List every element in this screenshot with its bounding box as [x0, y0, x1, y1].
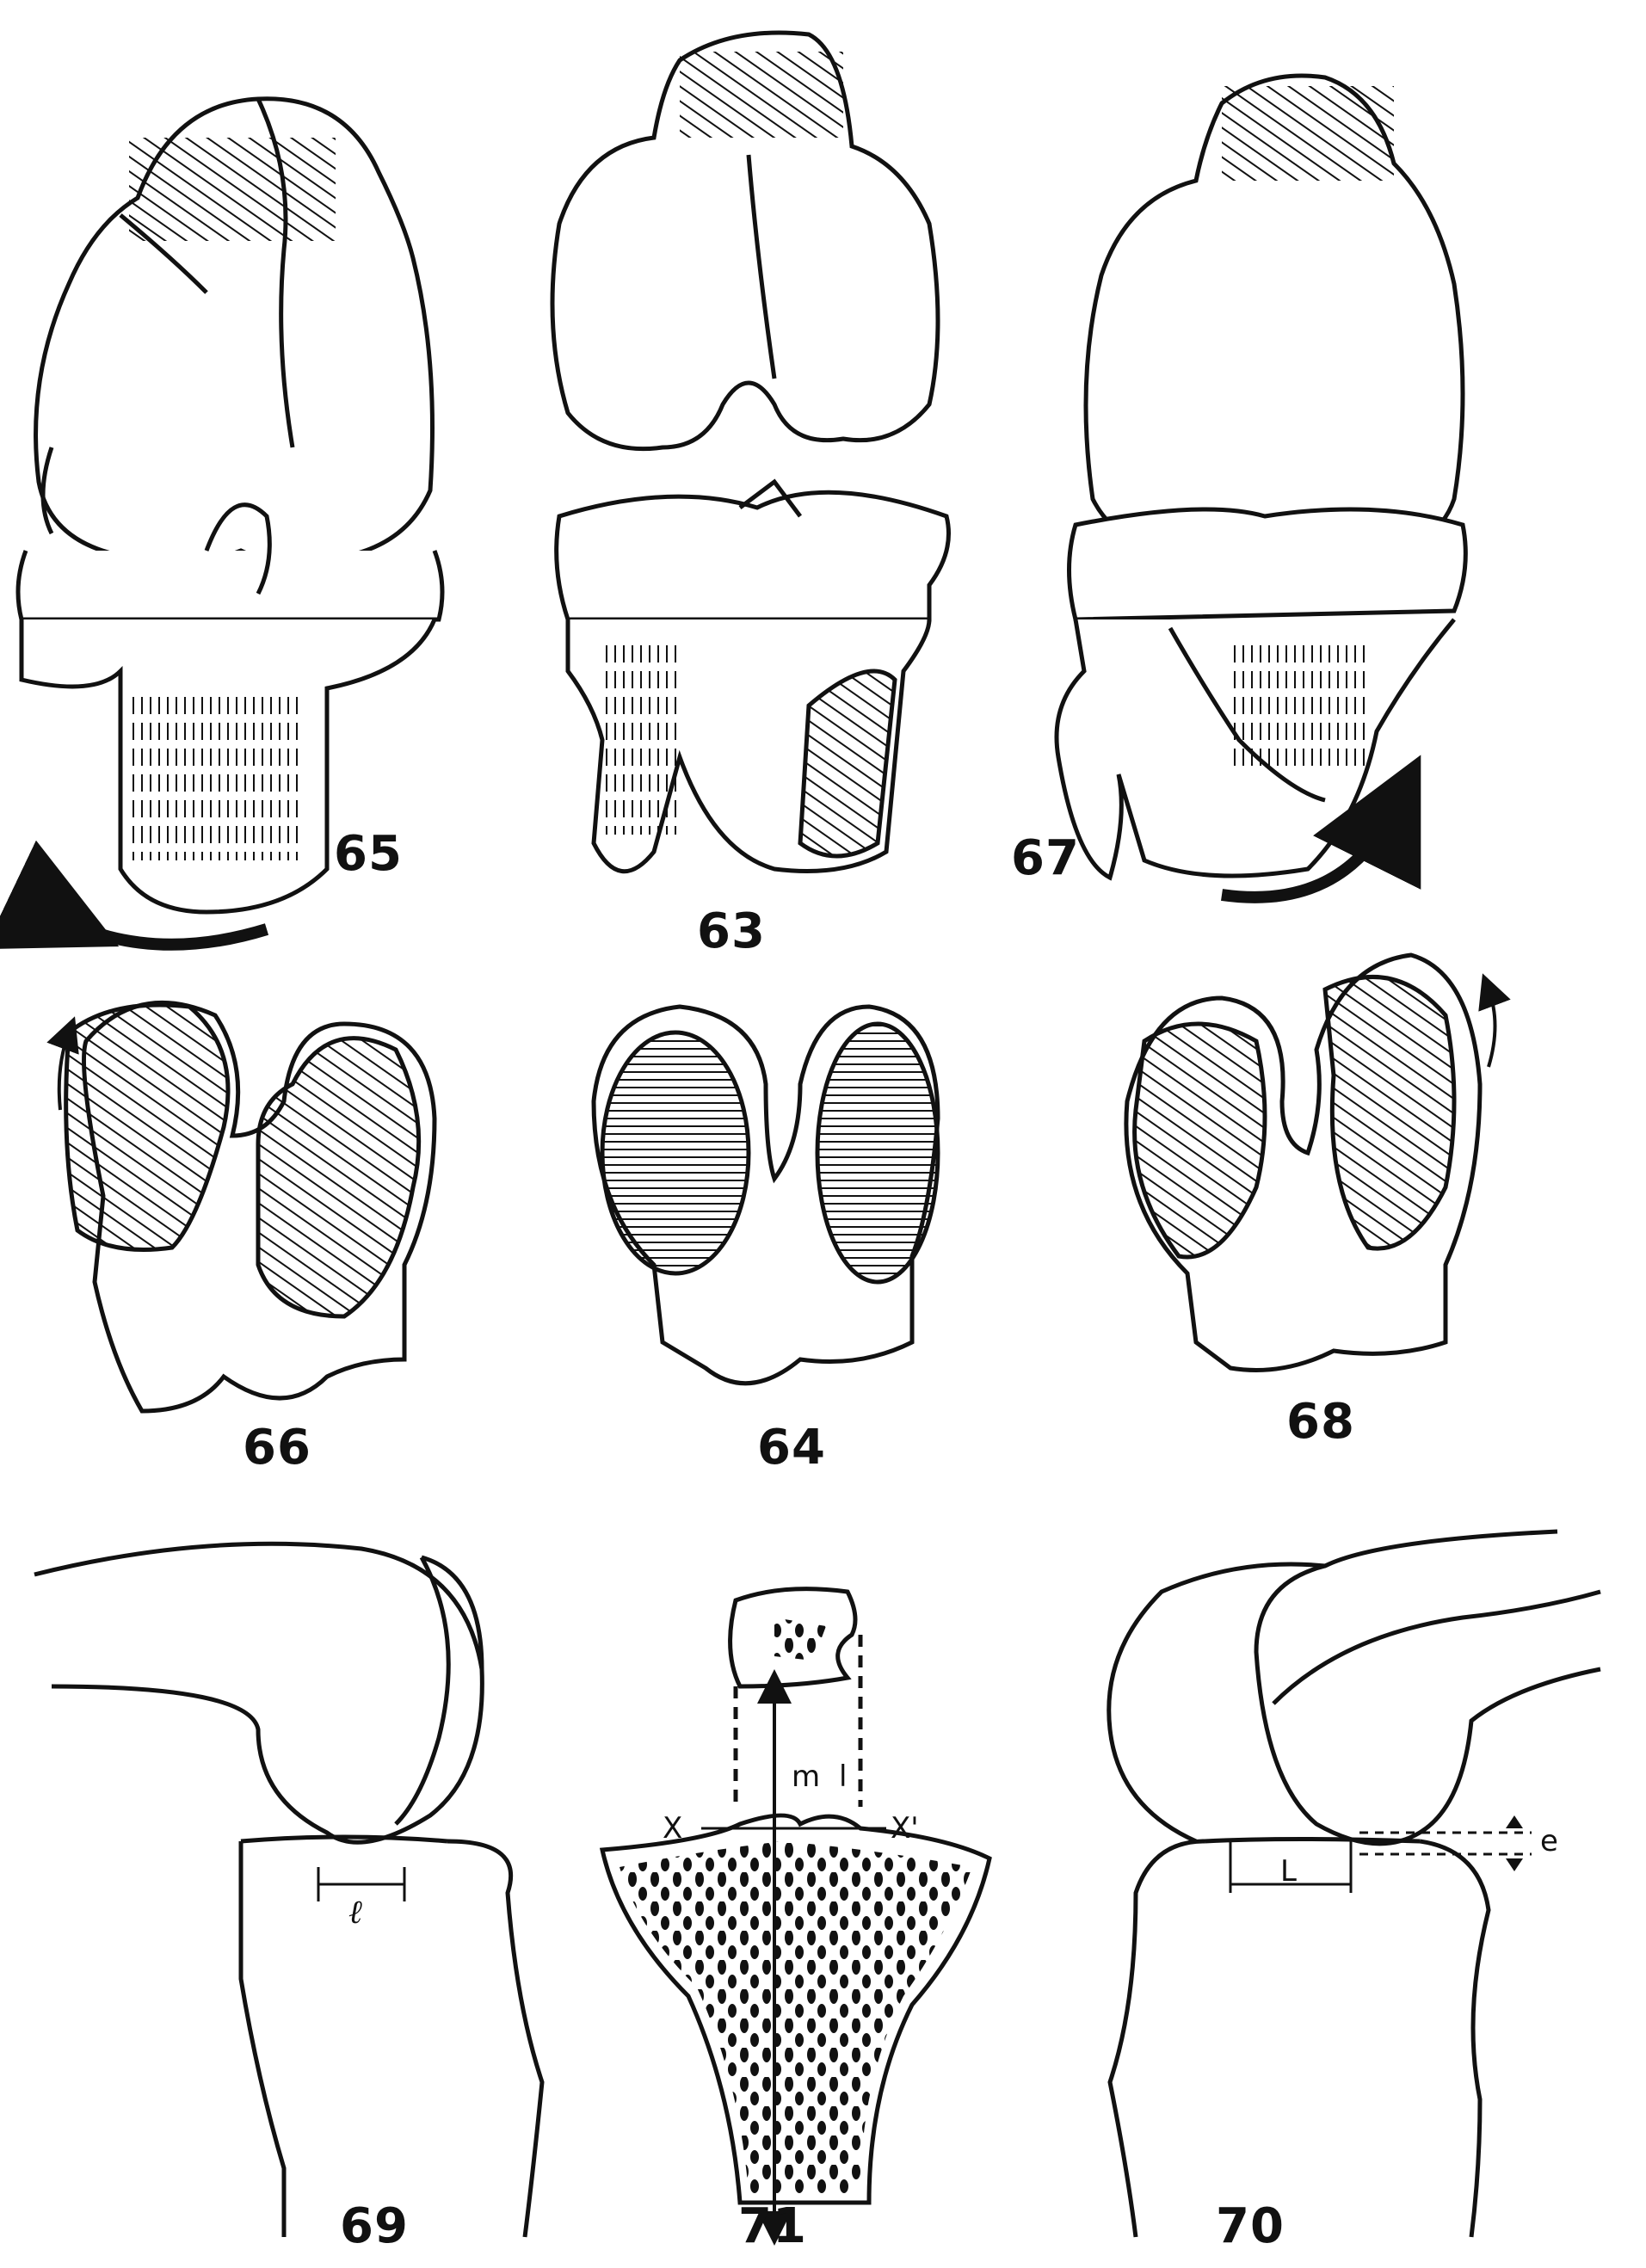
rotation-arrow-67 [1221, 755, 1421, 903]
knee-67 [1054, 73, 1468, 881]
knee-65 [15, 96, 445, 915]
figure-number-66: 66 [243, 1420, 311, 1476]
annotation-m: m [792, 1760, 821, 1794]
figure-number-64: 64 [757, 1420, 826, 1476]
figure-number-71: 71 [738, 2198, 807, 2254]
section-70 [1107, 1529, 1601, 2238]
figure-number-67: 67 [1011, 830, 1080, 886]
figure-number-69: 69 [340, 2198, 409, 2254]
section-71 [599, 1587, 992, 2246]
plateau-66 [64, 1000, 437, 1414]
annotation-ell: ℓ [348, 1893, 362, 1931]
rotation-arrow-65 [0, 840, 269, 951]
figure-number-68: 68 [1286, 1394, 1355, 1450]
plateau-68 [1124, 952, 1511, 1372]
section-69 [34, 1541, 545, 2238]
rotation-arrow-66 [46, 1016, 79, 1111]
figure-number-70: 70 [1216, 2198, 1285, 2254]
annotation-l: l [839, 1760, 848, 1794]
figure-number-65: 65 [334, 826, 403, 882]
plateau-64 [591, 1004, 940, 1386]
annotation-x: X [663, 1811, 683, 1846]
annotation-e: e [1540, 1824, 1558, 1858]
annotation-L: L [1280, 1854, 1297, 1889]
figure-number-63: 63 [697, 903, 766, 959]
knee-63 [550, 30, 951, 874]
annotation-x-prime: X' [891, 1811, 919, 1846]
